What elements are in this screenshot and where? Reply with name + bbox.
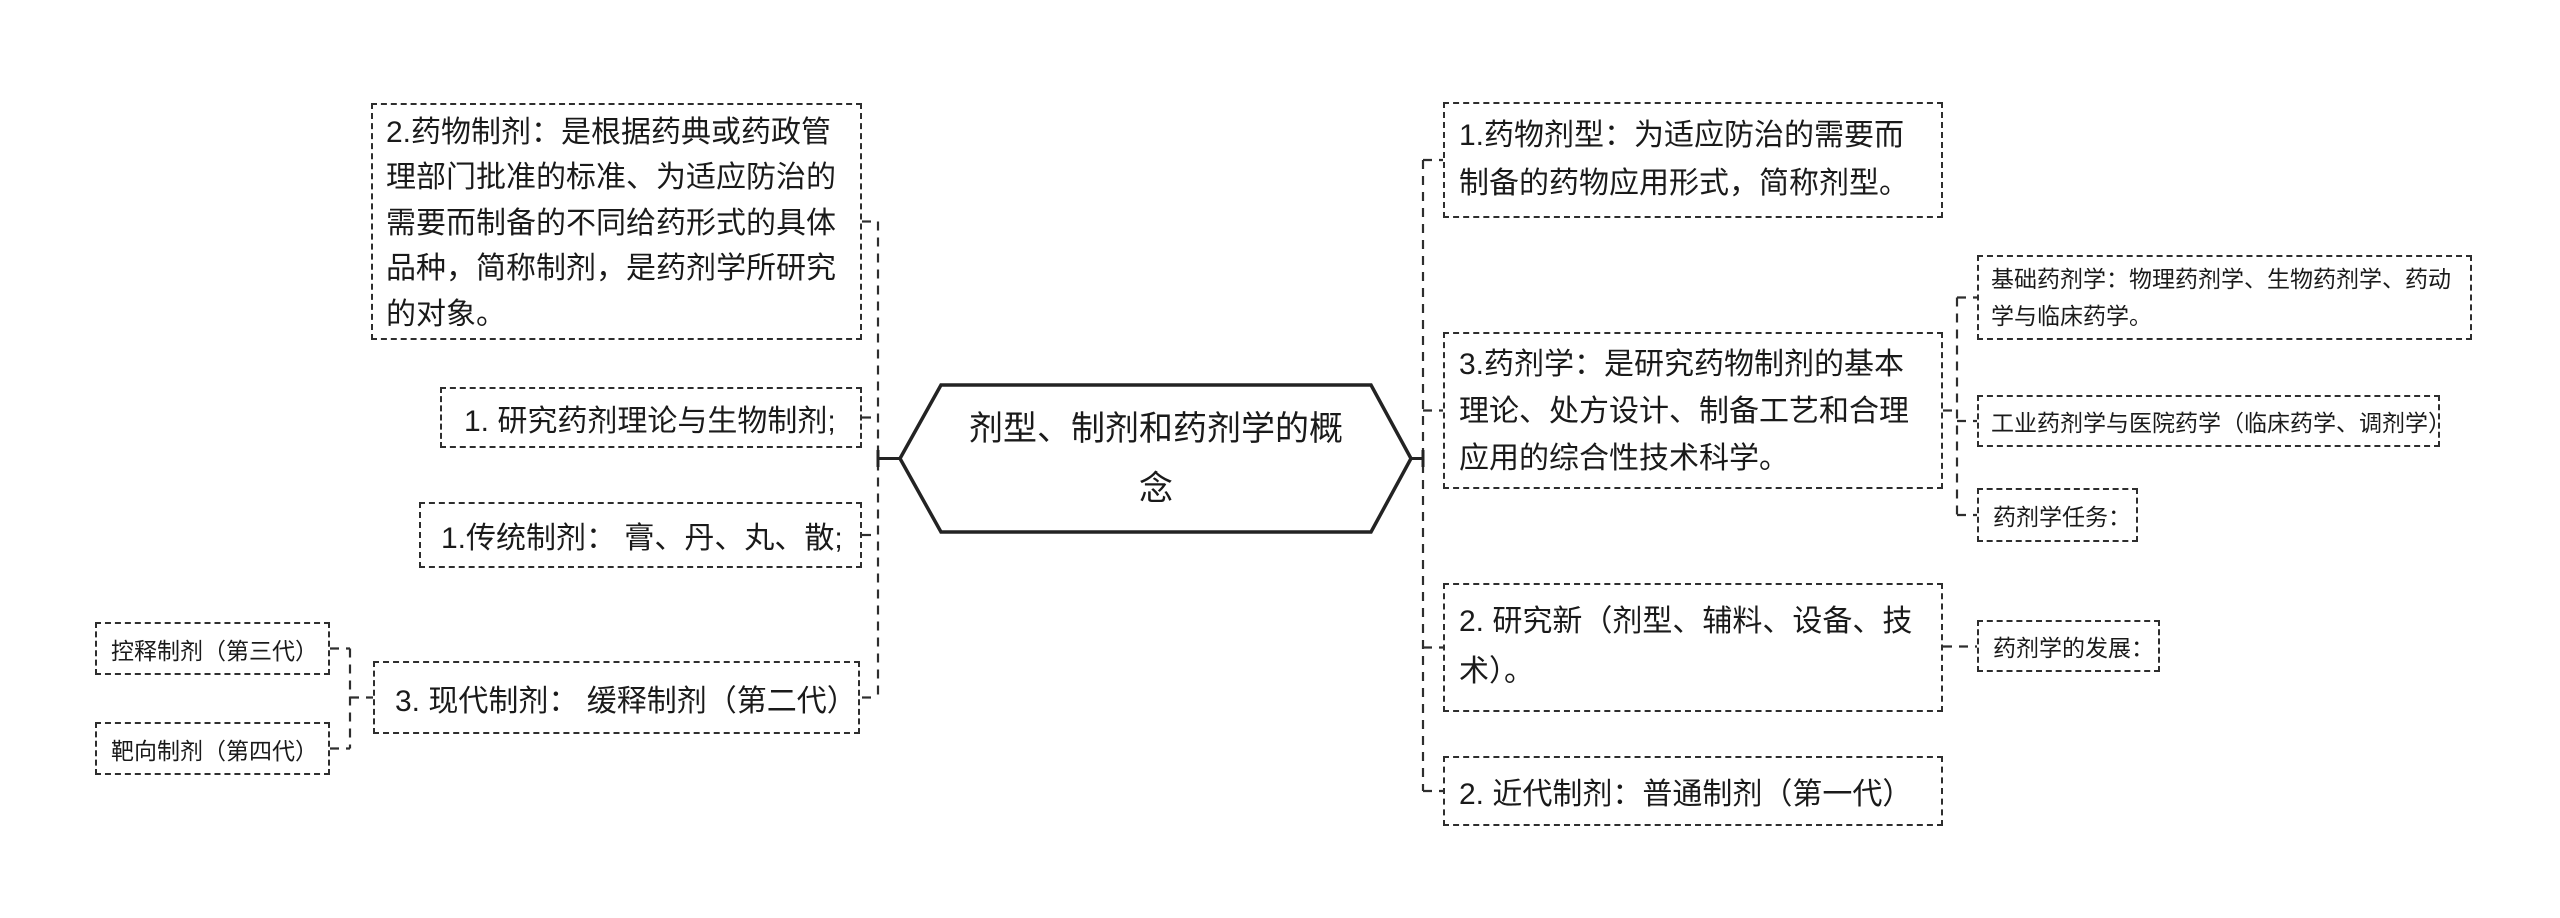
node-industrial-hospital-pharmacy[interactable]: 工业药剂学与医院药学（临床药学、调剂学） — [1977, 395, 2451, 447]
node-pharmaceutics-definition[interactable]: 3.药剂学：是研究药物制剂的基本 理论、处方设计、制备工艺和合理 应用的综合性技… — [1443, 332, 1943, 489]
node-traditional-preparations[interactable]: 1.传统制剂： 膏、丹、丸、散; — [419, 502, 862, 568]
node-research-theory[interactable]: 1. 研究药剂理论与生物制剂; — [440, 387, 862, 448]
center-node[interactable]: 剂型、制剂和药剂学的概 念 — [969, 409, 1343, 508]
node-drug-preparation-definition[interactable]: 2.药物制剂：是根据药典或药政管 理部门批准的标准、为适应防治的 需要而制备的不… — [371, 103, 862, 340]
node-pharmaceutics-tasks[interactable]: 药剂学任务： — [1977, 488, 2138, 542]
node-research-new[interactable]: 2. 研究新（剂型、辅料、设备、技 术）。 — [1443, 583, 1943, 712]
node-controlled-release[interactable]: 控释制剂（第三代） — [95, 622, 330, 675]
node-targeted-preparations[interactable]: 靶向制剂（第四代） — [95, 722, 330, 775]
center-node-shape — [897, 383, 1413, 534]
node-pharmaceutics-development[interactable]: 药剂学的发展： — [1977, 620, 2160, 672]
node-modern-era-preparations[interactable]: 2. 近代制剂：普通制剂（第一代） — [1443, 756, 1943, 826]
node-dosage-form-definition[interactable]: 1.药物剂型：为适应防治的需要而 制备的药物应用形式，简称剂型。 — [1443, 102, 1943, 218]
node-basic-pharmaceutics[interactable]: 基础药剂学：物理药剂学、生物药剂学、药动 学与临床药学。 — [1977, 255, 2472, 340]
node-modern-preparations[interactable]: 3. 现代制剂： 缓释制剂（第二代） — [373, 661, 860, 734]
